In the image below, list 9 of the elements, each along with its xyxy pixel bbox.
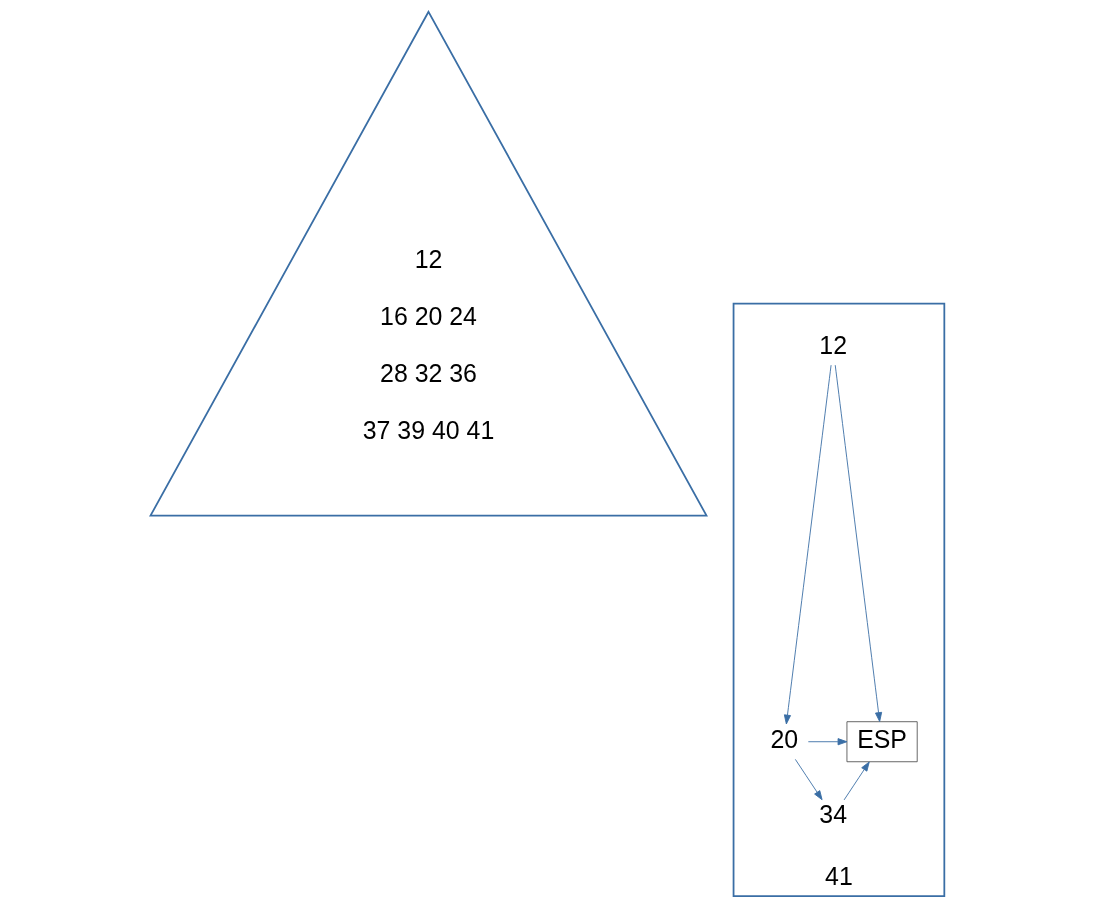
node-text: 12 — [818, 330, 847, 359]
arrow — [794, 758, 823, 801]
arrow — [807, 738, 847, 746]
arrow — [783, 364, 832, 725]
arrow — [843, 761, 870, 801]
node-box: ESP — [846, 721, 918, 763]
arrow — [834, 364, 882, 722]
node-text: 20 — [769, 724, 798, 753]
node-text: 34 — [818, 800, 847, 829]
